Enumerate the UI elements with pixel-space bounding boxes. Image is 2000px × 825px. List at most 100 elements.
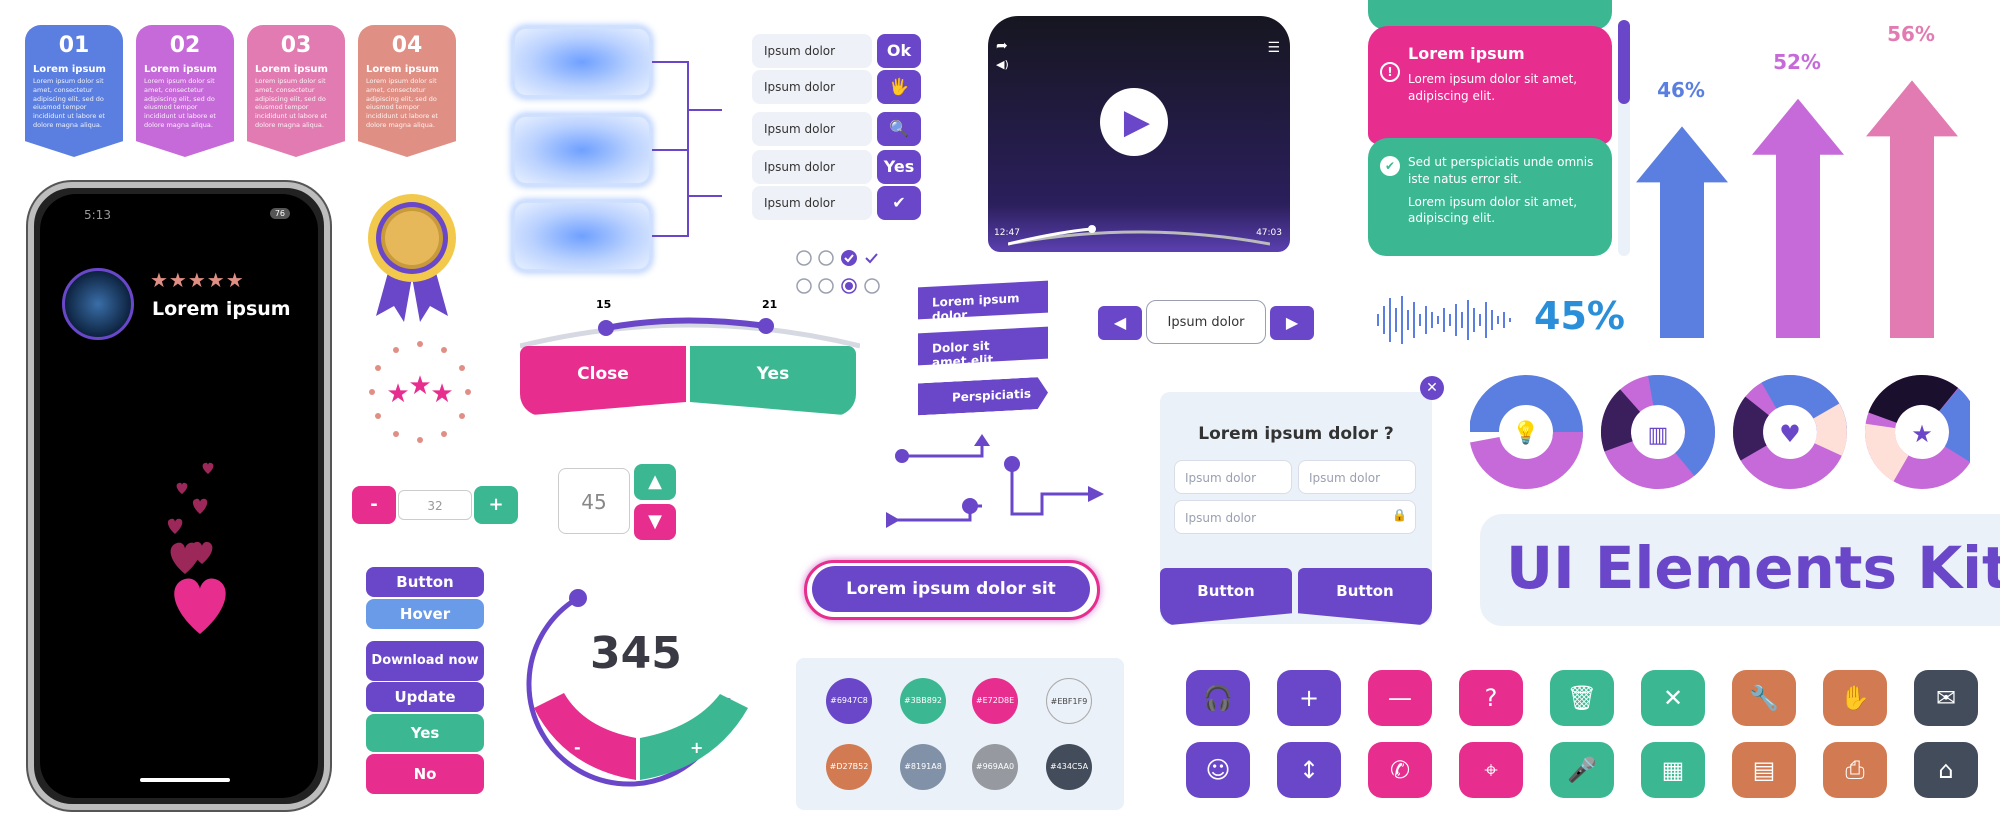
audio-wave-icon [1377,296,1511,344]
gauge-value: 345 [590,628,682,679]
swatch-orange[interactable]: #D27B52 [826,744,872,790]
increment-button[interactable]: + [474,486,518,524]
spinner-down-icon[interactable]: ▼ [634,504,676,540]
glass-box-3[interactable] [512,200,652,272]
swatch-gray[interactable]: #969AA0 [972,744,1018,790]
list-item[interactable]: Ipsum dolor [752,186,872,220]
trash-icon[interactable]: 🗑 [1550,670,1614,726]
next-icon[interactable]: ▶ [1270,306,1314,340]
gauge-dial[interactable] [524,588,754,788]
download-button[interactable]: Download now [366,641,484,681]
headset-icon[interactable]: 🎧 [1186,670,1250,726]
notice-title: Lorem ipsum [1408,44,1525,63]
yes-list-button[interactable]: Yes [877,150,921,184]
range-slider[interactable] [520,312,860,352]
ok-button[interactable]: Ok [877,34,921,68]
play-icon[interactable]: ▶ [1100,88,1168,156]
rating-stars-icon: ★★★★★ [150,268,245,292]
smiley-icon[interactable]: ☺ [1186,742,1250,798]
svg-text:★: ★ [386,379,409,409]
card-title: Lorem ipsum [144,64,217,75]
minus-icon[interactable]: — [1368,670,1432,726]
phone-screen: 5:13 76 ★★★★★ Lorem ipsum [40,194,318,798]
card-text: Lorem ipsum dolor sit amet, consectetur … [144,77,216,129]
progress-bar[interactable] [1008,224,1270,250]
button-default[interactable]: Button [366,567,484,597]
hand-icon[interactable]: 🖐 [877,70,921,104]
selection-controls[interactable] [792,248,882,298]
swatch-pink[interactable]: #E72D8E [972,678,1018,724]
svg-text:♥: ♥ [1779,420,1801,448]
spinner-up-icon[interactable]: ▲ [634,464,676,500]
swatch-purple[interactable]: #6947C8 [826,678,872,724]
plus-icon[interactable]: + [1277,670,1341,726]
wrench-icon[interactable]: 🔧 [1732,670,1796,726]
growth-arrow-1 [1636,126,1728,339]
info-card-2: 02 Lorem ipsum Lorem ipsum dolor sit ame… [136,25,234,157]
card-title: Lorem ipsum [255,64,328,75]
yes-button[interactable]: Yes [366,714,484,752]
password-field[interactable]: Ipsum dolor [1174,500,1416,534]
prev-icon[interactable]: ◀ [1098,306,1142,340]
yes-slider-button[interactable]: Yes [690,346,856,416]
scrollbar-thumb[interactable] [1618,20,1630,104]
calculator-icon[interactable]: ▤ [1732,742,1796,798]
question-icon[interactable]: ? [1459,670,1523,726]
lock-icon: 🔒 [1392,508,1407,522]
close-icon[interactable]: ✕ [1641,670,1705,726]
button-hover[interactable]: Hover [366,599,484,629]
list-item[interactable]: Ipsum dolor [752,70,872,104]
glass-box-2[interactable] [512,114,652,186]
card-number: 03 [280,33,312,58]
expand-icon[interactable]: ↕ [1277,742,1341,798]
growth-arrow-3 [1866,80,1958,339]
kit-title: UI Elements Kit [1506,534,2000,602]
glass-box-1[interactable] [512,26,652,98]
swatch-dark[interactable]: #434C5A [1046,744,1092,790]
audio-percent: 45% [1534,294,1625,338]
swatch-light[interactable]: #EBF1F9 [1046,678,1092,724]
qr-scan-icon[interactable]: ▦ [1641,742,1705,798]
video-player[interactable]: ➦ ◀) ☰ ▶ 12:47 47:03 [988,16,1290,252]
card-title: Lorem ipsum [366,64,439,75]
swatch-green[interactable]: #3BB892 [900,678,946,724]
checkmark-icon[interactable]: ✔ [877,186,921,220]
form-field-1[interactable]: Ipsum dolor [1174,460,1292,494]
swatch-slate[interactable]: #8191A8 [900,744,946,790]
video-elapsed: 12:47 [994,228,1020,238]
info-card-3: 03 Lorem ipsum Lorem ipsum dolor sit ame… [247,25,345,157]
pill-button[interactable]: Lorem ipsum dolor sit [812,566,1090,612]
notice-pink: Lorem ipsum Lorem ipsum dolor sit amet, … [1368,26,1612,144]
svg-text:▥: ▥ [1648,423,1669,448]
slider-min-label: 15 [596,298,612,311]
avatar[interactable] [62,268,134,340]
printer-icon[interactable]: ⎙ [1823,742,1887,798]
no-button[interactable]: No [366,754,484,794]
volume-icon[interactable]: ◀) [996,58,1009,71]
search-icon[interactable]: 🔍 [877,112,921,146]
hand-icon[interactable]: ✋ [1823,670,1887,726]
update-button[interactable]: Update [366,682,484,712]
info-icon: ! [1380,62,1400,82]
card-text: Lorem ipsum dolor sit amet, consectetur … [366,77,438,129]
menu-icon[interactable]: ☰ [1267,40,1280,56]
location-icon[interactable]: ⌖ [1459,742,1523,798]
list-item[interactable]: Ipsum dolor [752,112,872,146]
share-icon[interactable]: ➦ [996,38,1008,54]
form-button-2[interactable]: Button [1298,568,1432,626]
phone-icon[interactable]: ✆ [1368,742,1432,798]
spinner-value[interactable]: 45 [558,468,630,534]
quantity-field[interactable]: 32 [398,490,472,520]
svg-text:★: ★ [430,379,453,409]
close-icon[interactable]: ✕ [1420,376,1444,400]
home-icon[interactable]: ⌂ [1914,742,1978,798]
close-button[interactable]: Close [520,346,686,416]
mic-icon[interactable]: 🎤 [1550,742,1614,798]
notice-text: Lorem ipsum dolor sit amet, adipiscing e… [1408,194,1578,226]
decrement-button[interactable]: - [352,486,396,524]
mail-icon[interactable]: ✉ [1914,670,1978,726]
list-item[interactable]: Ipsum dolor [752,150,872,184]
hearts-icon [167,462,226,634]
list-item[interactable]: Ipsum dolor [752,34,872,68]
form-field-2[interactable]: Ipsum dolor [1298,460,1416,494]
